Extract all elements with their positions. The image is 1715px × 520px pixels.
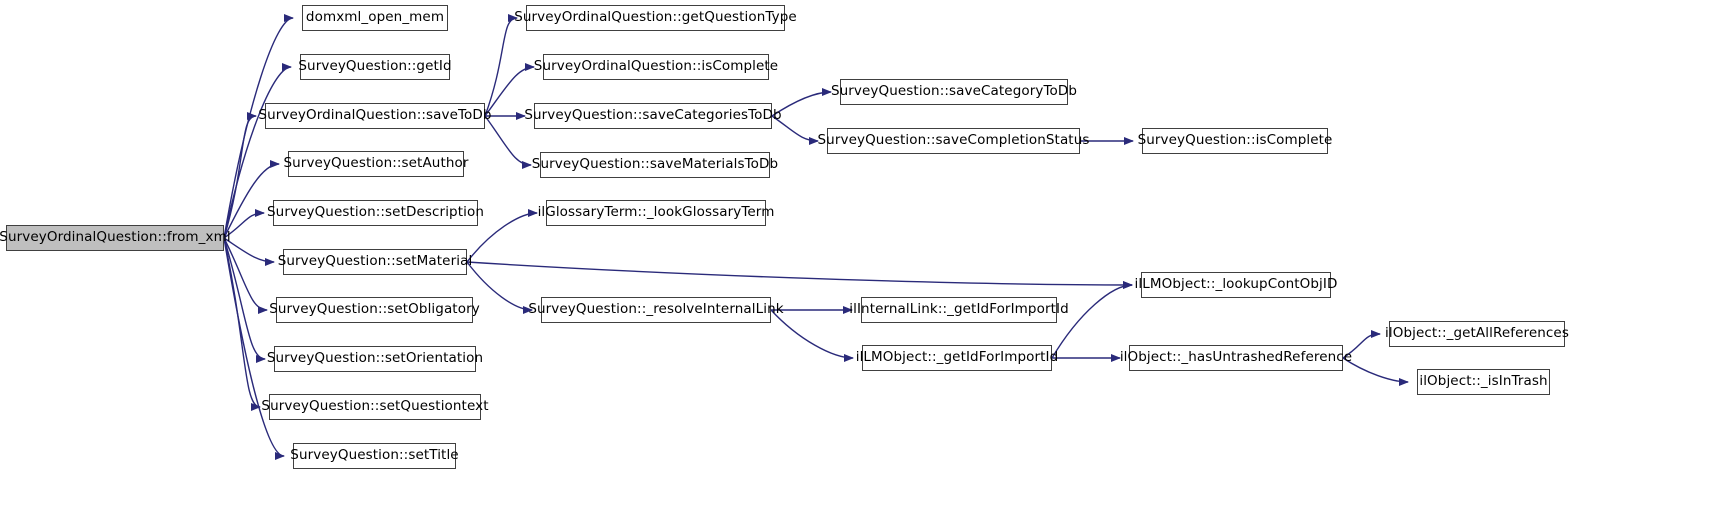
graph-node-setObligatory[interactable]: SurveyQuestion::setObligatory — [269, 297, 480, 323]
graph-edge-from_xml-to-setQuestiontext — [223, 237, 261, 411]
graph-node-label: SurveyQuestion::setOrientation — [266, 350, 484, 367]
graph-node-lookGlossaryTerm[interactable]: ilGlossaryTerm::_lookGlossaryTerm — [538, 200, 774, 226]
graph-edge-saveToDb-to-getQuestionType — [484, 14, 518, 117]
graph-node-label: SurveyQuestion::setQuestiontext — [261, 398, 489, 415]
graph-edge-from_xml-to-saveToDb — [223, 112, 257, 239]
graph-node-setDescription[interactable]: SurveyQuestion::setDescription — [267, 200, 484, 226]
graph-node-saveCategoryToDb[interactable]: SurveyQuestion::saveCategoryToDb — [831, 79, 1077, 105]
graph-node-saveMaterialsToDb[interactable]: SurveyQuestion::saveMaterialsToDb — [532, 152, 778, 178]
graph-node-label: SurveyQuestion::saveCategoryToDb — [830, 83, 1078, 100]
graph-node-setTitle[interactable]: SurveyQuestion::setTitle — [290, 443, 459, 469]
graph-node-hasUntrashedReference[interactable]: ilObject::_hasUntrashedReference — [1120, 345, 1352, 371]
graph-node-setQuestiontext[interactable]: SurveyQuestion::setQuestiontext — [261, 394, 489, 420]
graph-node-label: SurveyQuestion::setMaterial — [277, 253, 473, 270]
graph-edge-from_xml-to-setAuthor — [223, 160, 280, 239]
graph-node-label: ilObject::_hasUntrashedReference — [1119, 349, 1353, 366]
graph-node-domxml_open_mem[interactable]: domxml_open_mem — [302, 5, 448, 31]
graph-node-label: SurveyQuestion::saveMaterialsToDb — [531, 156, 779, 173]
graph-edge-from_xml-to-setMaterial — [223, 237, 275, 266]
graph-node-lookupContObjID[interactable]: ilLMObject::_lookupContObjID — [1135, 272, 1337, 298]
graph-node-saveCategoriesToDb[interactable]: SurveyQuestion::saveCategoriesToDb — [524, 103, 782, 129]
graph-node-label: ilLMObject::_lookupContObjID — [1134, 276, 1338, 293]
graph-node-setOrientation[interactable]: SurveyQuestion::setOrientation — [267, 346, 483, 372]
graph-edge-saveToDb-to-saveMaterialsToDb — [484, 115, 532, 169]
graph-node-label: ilLMObject::_getIdForImportId — [855, 349, 1059, 366]
graph-node-label: SurveyQuestion::_resolveInternalLink — [528, 301, 784, 318]
graph-node-label: SurveyOrdinalQuestion::getQuestionType — [514, 9, 797, 26]
graph-node-saveToDb[interactable]: SurveyOrdinalQuestion::saveToDb — [258, 103, 491, 129]
graph-node-getId[interactable]: SurveyQuestion::getId — [298, 54, 452, 80]
graph-node-from_xml[interactable]: SurveyOrdinalQuestion::from_xml — [0, 225, 231, 251]
graph-node-label: SurveyQuestion::setTitle — [290, 447, 459, 464]
graph-node-label: SurveyQuestion::saveCompletionStatus — [817, 132, 1090, 149]
graph-node-label: ilInternalLink::_getIdForImportId — [849, 301, 1069, 318]
graph-edge-from_xml-to-setOrientation — [223, 237, 266, 363]
graph-node-setAuthor[interactable]: SurveyQuestion::setAuthor — [283, 151, 468, 177]
graph-node-isCompleteOrdinal[interactable]: SurveyOrdinalQuestion::isComplete — [534, 54, 778, 80]
graph-node-label: ilObject::_getAllReferences — [1385, 325, 1569, 342]
graph-node-label: SurveyQuestion::setAuthor — [283, 155, 469, 172]
graph-node-isComplete[interactable]: SurveyQuestion::isComplete — [1138, 128, 1332, 154]
graph-node-label: SurveyOrdinalQuestion::saveToDb — [258, 107, 492, 124]
graph-node-isInTrash[interactable]: ilObject::_isInTrash — [1417, 369, 1550, 395]
graph-node-internalLinkGetIdForImportId[interactable]: ilInternalLink::_getIdForImportId — [849, 297, 1069, 323]
graph-node-label: SurveyOrdinalQuestion::isComplete — [533, 58, 779, 75]
edge-group — [223, 14, 1409, 460]
graph-node-label: SurveyQuestion::setDescription — [267, 204, 484, 221]
graph-node-getAllReferences[interactable]: ilObject::_getAllReferences — [1385, 321, 1569, 347]
graph-node-getQuestionType[interactable]: SurveyOrdinalQuestion::getQuestionType — [514, 5, 797, 31]
graph-node-label: ilObject::_isInTrash — [1419, 373, 1548, 390]
graph-edge-lmObjectGetIdForImportId-to-lookupContObjID — [1051, 281, 1133, 359]
graph-node-setMaterial[interactable]: SurveyQuestion::setMaterial — [278, 249, 472, 275]
graph-node-saveCompletionStatus[interactable]: SurveyQuestion::saveCompletionStatus — [818, 128, 1089, 154]
graph-node-resolveInternalLink[interactable]: SurveyQuestion::_resolveInternalLink — [528, 297, 784, 323]
graph-node-label: SurveyOrdinalQuestion::from_xml — [0, 229, 231, 246]
graph-node-label: SurveyQuestion::saveCategoriesToDb — [524, 107, 782, 124]
graph-edge-setMaterial-to-lookupContObjID — [466, 261, 1133, 289]
graph-node-label: SurveyQuestion::getId — [298, 58, 452, 75]
graph-edge-resolveInternalLink-to-lmObjectGetIdForImportId — [770, 309, 854, 362]
graph-edge-hasUntrashedReference-to-isInTrash — [1342, 357, 1409, 386]
graph-node-lmObjectGetIdForImportId[interactable]: ilLMObject::_getIdForImportId — [856, 345, 1058, 371]
graph-node-label: domxml_open_mem — [305, 9, 445, 26]
graph-node-label: ilGlossaryTerm::_lookGlossaryTerm — [537, 204, 775, 221]
graph-node-label: SurveyQuestion::setObligatory — [269, 301, 480, 318]
graph-edge-from_xml-to-setObligatory — [223, 237, 268, 314]
graph-node-label: SurveyQuestion::isComplete — [1137, 132, 1333, 149]
